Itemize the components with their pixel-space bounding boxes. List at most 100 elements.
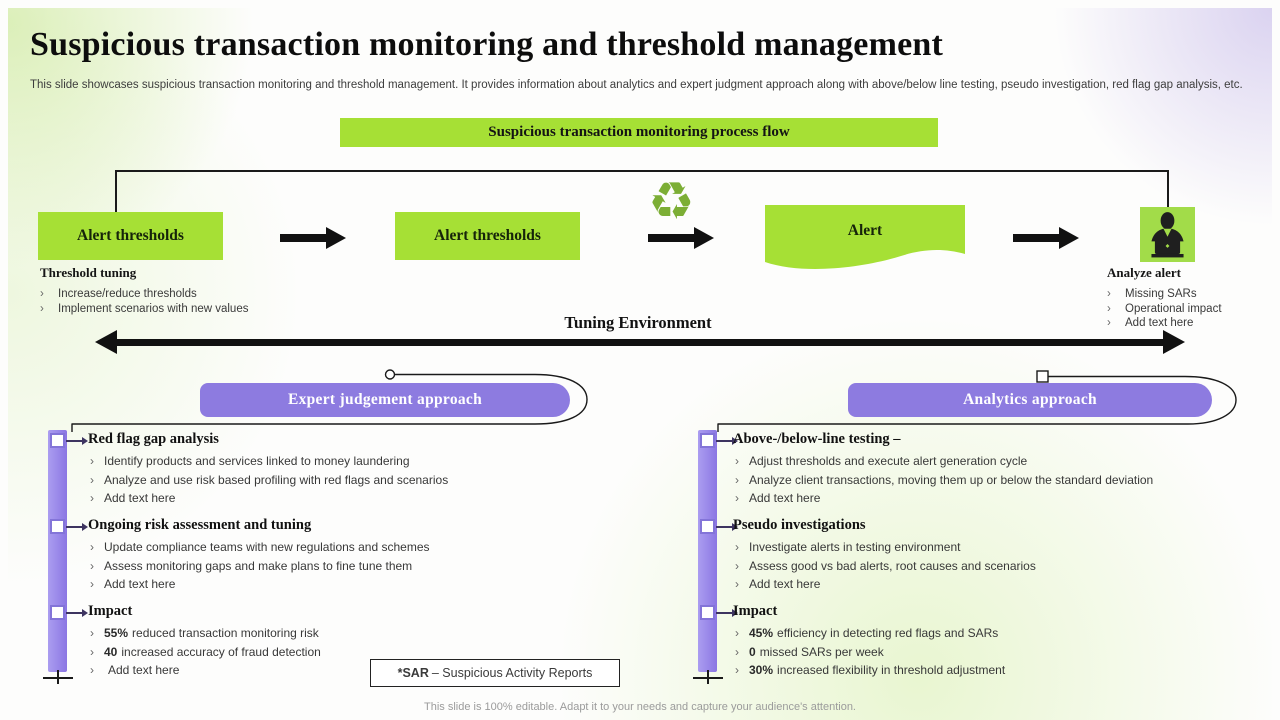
approach-banner-expert: Expert judgement approach [200,383,570,417]
section-bullets: ›Identify products and services linked t… [88,452,698,508]
bullet-item: ›Add text here [88,489,698,508]
bullet-chevron-icon: › [90,663,94,678]
bullet-item: › 30%increased flexibility in threshold a… [733,661,1273,680]
bullet-value: 55% [104,626,129,640]
bullet-text: Update compliance teams with new regulat… [104,540,430,554]
bullet-chevron-icon: › [90,558,94,573]
bullet-item: › Analyze and use risk based profiling wi… [88,471,698,490]
marker-connector-icon [716,436,738,445]
bullet-text: Assess monitoring gaps and make plans to… [104,558,413,573]
arrow-shaft [117,338,1163,346]
bullet-text: Analyze and use risk based profiling wit… [104,472,449,487]
marker-connector-icon [66,522,88,531]
bullet-chevron-icon: › [735,558,739,573]
arrow-head-right-icon [1163,330,1185,354]
bullet-chevron-icon: › [735,577,739,592]
bullet-chevron-icon: › [40,288,44,300]
bullet-rest: Add text here [108,663,180,678]
bullet-text: Add text here [104,577,176,592]
page-title: Suspicious transaction monitoring and th… [30,26,944,63]
sar-note-text: – Suspicious Activity Reports [431,666,593,680]
bullet-rest: efficiency in detecting red flags and SA… [777,626,999,640]
bullet-chevron-icon: › [1107,302,1111,315]
bullet-item: ›Analyze client transactions, moving the… [733,471,1273,490]
section-heading: Impact [88,603,133,619]
section-marker-icon [700,433,715,448]
marker-connector-icon [66,608,88,617]
arrow-head-icon [1059,227,1079,249]
bullet-text: Operational impact [1125,302,1222,315]
bullet-chevron-icon: › [90,491,94,506]
bullet-chevron-icon: › [40,302,44,315]
bullet-text: 55%reduced transaction monitoring risk [104,624,319,643]
bullet-text: Increase/reduce thresholds [58,288,197,300]
bullet-item: ›Identify products and services linked t… [88,452,698,471]
section-bullets: › 45%efficiency in detecting red flags an… [733,624,1273,680]
bullet-item: › 55%reduced transaction monitoring risk [88,624,698,643]
bullet-chevron-icon: › [90,540,94,554]
bullet-chevron-icon: › [90,472,94,487]
bullet-chevron-icon: › [1107,317,1111,329]
section-heading: Above-/below-line testing – [733,431,901,447]
flow-arrow-3 [1013,226,1079,250]
bullet-rest: increased flexibility in threshold adjus… [777,663,1006,678]
marker-connector-icon [66,436,88,445]
note-threshold-tuning-heading: Threshold tuning [40,265,137,280]
arrow-shaft [280,234,326,242]
bullet-text: Analyze client transactions, moving them… [749,472,1154,487]
bullet-item: ›Adjust thresholds and execute alert gen… [733,452,1273,471]
bullet-rest: increased accuracy of fraud detection [121,644,321,659]
bullet-item: ›Add text here [733,489,1273,508]
tuning-environment-label: Tuning Environment [564,313,712,332]
recycle-icon: ♻ [648,172,695,232]
arrow-shaft [1013,234,1059,242]
marker-connector-icon [716,522,738,531]
bullet-text: Add text here [749,577,821,592]
section-marker-icon [50,605,65,620]
bullet-text: 30%increased flexibility in threshold ad… [749,661,1005,680]
bullet-item: › Update compliance teams with new regula… [88,538,698,557]
bullet-rest: reduced transaction monitoring risk [132,626,319,640]
flow-arrow-1 [280,226,346,250]
bullet-chevron-icon: › [735,491,739,506]
section-bullets: ›Adjust thresholds and execute alert gen… [733,452,1273,508]
bullet-chevron-icon: › [735,454,739,468]
section-marker-icon [50,433,65,448]
list-item: ›Implement scenarios with new values [40,302,248,317]
slide-subtitle: This slide showcases suspicious transact… [30,79,1243,91]
slide-footer: This slide is 100% editable. Adapt it to… [424,701,856,713]
bullet-item: ›Investigate alerts in testing environme… [733,538,1273,557]
section-marker-icon [50,519,65,534]
tuning-environment-arrow [95,330,1185,354]
bullet-text: Assess good vs bad alerts, root causes a… [749,558,1036,573]
section-impact-left: Impact › 55%reduced transaction monitorin… [88,602,698,680]
bullet-text: Add text here [104,661,179,680]
note-analyze-alert-heading: Analyze alert [1107,265,1182,280]
bullet-chevron-icon: › [90,644,94,659]
section-above-below-line-testing: Above-/below-line testing – ›Adjust thre… [733,430,1273,508]
expert-approach-outline [71,369,588,432]
connector-line-top [115,170,1168,172]
bullet-text: Investigate alerts in testing environmen… [749,540,961,554]
bar-endcap-left-cross [43,677,73,679]
section-heading: Red flag gap analysis [88,431,219,447]
bullet-item: › Add text here [88,661,698,680]
bullet-item: › Assess monitoring gaps and make plans t… [88,557,698,576]
bullet-chevron-icon: › [90,454,94,468]
flow-box-alert: Alert [847,222,883,239]
section-heading: Pseudo investigations [733,517,866,533]
bullet-item: › Assess good vs bad alerts, root causes … [733,557,1273,576]
bullet-text: 45%efficiency in detecting red flags and… [749,624,998,643]
bullet-value: 0 [749,644,756,659]
bullet-chevron-icon: › [735,663,739,678]
note-analyze-alert-list: ›Missing SARs ›Operational impact ›Add t… [1107,287,1222,331]
bullet-value: 30% [749,663,774,678]
section-ongoing-risk-assessment: Ongoing risk assessment and tuning ›Upda… [88,516,698,594]
analytics-approach-outline [717,370,1237,432]
section-heading: Impact [733,603,778,619]
connector-line-left [115,170,117,212]
bullet-chevron-icon: › [90,626,94,640]
